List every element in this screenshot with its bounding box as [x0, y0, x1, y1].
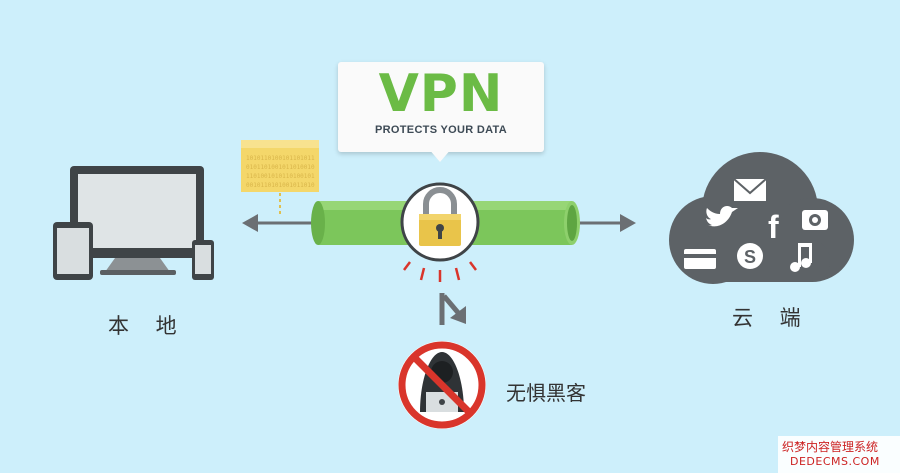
watermark-line2: DEDECMS.COM [790, 455, 880, 468]
phone-icon [192, 240, 214, 280]
twitter-icon [706, 206, 738, 227]
svg-text:1010110100101101011: 1010110100101101011 [246, 155, 315, 162]
camera-icon [802, 210, 828, 230]
svg-text:f: f [768, 209, 779, 245]
svg-text:0010110101001011010: 0010110101001011010 [246, 182, 315, 189]
folder-icon: 1010110100101101011 0101101001011010010 … [241, 140, 319, 216]
facebook-icon: f [768, 209, 779, 245]
music-icon [790, 243, 812, 272]
vpn-title: VPN [378, 64, 504, 124]
bent-arrow-icon [439, 293, 466, 325]
alert-rays [403, 261, 477, 282]
skype-icon: S [737, 243, 763, 269]
svg-text:S: S [744, 247, 756, 267]
watermark-box [778, 436, 900, 473]
local-label: 本 地 [108, 314, 187, 338]
tablet-icon [53, 222, 93, 280]
svg-text:0101101001011010010: 0101101001011010010 [246, 164, 315, 171]
credit-card-icon [684, 249, 716, 269]
mail-icon [733, 178, 767, 201]
hacker-label: 无惧黑客 [506, 381, 586, 405]
cloud-label: 云 端 [732, 306, 811, 330]
vpn-callout [338, 62, 544, 152]
svg-text:1101001010110100101: 1101001010110100101 [246, 173, 315, 180]
watermark-line1: 织梦内容管理系统 [782, 440, 879, 454]
no-sign-icon [398, 341, 486, 429]
padlock-icon [400, 182, 480, 262]
cloud-icon [669, 152, 854, 284]
vpn-subtitle: PROTECTS YOUR DATA [375, 124, 507, 136]
vpn-callout-tail [428, 148, 452, 162]
laptop-icon [70, 166, 204, 275]
